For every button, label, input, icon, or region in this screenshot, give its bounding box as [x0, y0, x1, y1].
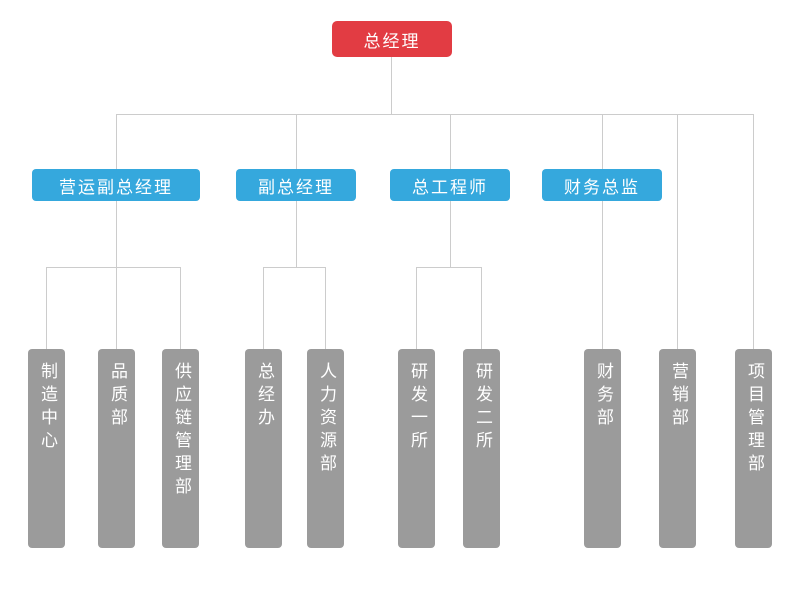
deputy-gm-label: 副总经理 [258, 177, 334, 198]
general-manager-node: 总经理 [332, 21, 452, 57]
supply-chain-dept-node: 供应链管理部 [162, 349, 199, 548]
connector-line [753, 114, 754, 349]
manufacturing-center-label: 制造中心 [37, 362, 57, 454]
connector-line [450, 114, 451, 169]
marketing-dept-label: 营销部 [668, 362, 688, 431]
connector-line [116, 114, 117, 169]
gm-office-label: 总经办 [254, 362, 274, 431]
connector-line [46, 267, 181, 268]
connector-line [391, 57, 392, 114]
connector-line [296, 201, 297, 267]
connector-line [296, 114, 297, 169]
connector-line [416, 267, 482, 268]
connector-line [450, 201, 451, 267]
manufacturing-center-node: 制造中心 [28, 349, 65, 548]
deputy-gm-node: 副总经理 [236, 169, 356, 201]
connector-line [602, 114, 603, 169]
operations-deputy-gm-label: 营运副总经理 [59, 177, 173, 198]
hr-dept-node: 人力资源部 [307, 349, 344, 548]
rd-institute-2-node: 研发二所 [463, 349, 500, 548]
general-manager-label: 总经理 [363, 31, 421, 52]
quality-dept-label: 品质部 [107, 362, 127, 431]
connector-line [416, 267, 417, 349]
gm-office-node: 总经办 [245, 349, 282, 548]
connector-line [180, 267, 181, 349]
project-management-dept-label: 项目管理部 [744, 362, 764, 477]
chief-engineer-label: 总工程师 [412, 177, 488, 198]
connector-line [46, 267, 47, 349]
project-management-dept-node: 项目管理部 [735, 349, 772, 548]
connector-line [677, 114, 678, 349]
connector-line [116, 201, 117, 267]
finance-dept-node: 财务部 [584, 349, 621, 548]
chief-engineer-node: 总工程师 [390, 169, 510, 201]
rd-institute-2-label: 研发二所 [472, 362, 492, 454]
connector-line [263, 267, 326, 268]
finance-dept-label: 财务部 [593, 362, 613, 431]
connector-line [325, 267, 326, 349]
marketing-dept-node: 营销部 [659, 349, 696, 548]
connector-line [116, 114, 754, 115]
supply-chain-dept-label: 供应链管理部 [171, 362, 191, 500]
connector-line [481, 267, 482, 349]
rd-institute-1-label: 研发一所 [407, 362, 427, 454]
rd-institute-1-node: 研发一所 [398, 349, 435, 548]
connector-line [116, 267, 117, 349]
connector-line [602, 201, 603, 349]
hr-dept-label: 人力资源部 [316, 362, 336, 477]
finance-director-node: 财务总监 [542, 169, 662, 201]
operations-deputy-gm-node: 营运副总经理 [32, 169, 200, 201]
quality-dept-node: 品质部 [98, 349, 135, 548]
finance-director-label: 财务总监 [564, 177, 640, 198]
connector-line [263, 267, 264, 349]
